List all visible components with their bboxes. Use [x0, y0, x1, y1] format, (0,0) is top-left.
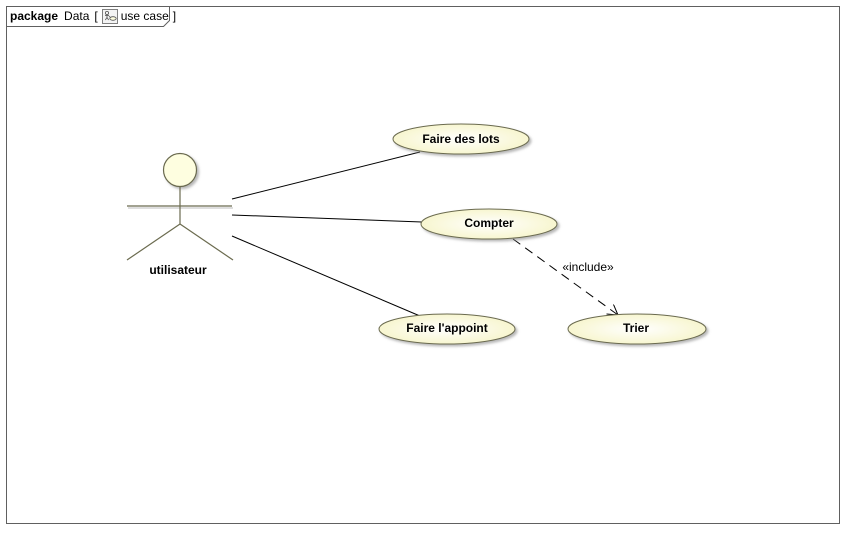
use-case-label-trier: Trier [622, 321, 650, 335]
use-case-label-faire-des-lots: Faire des lots [422, 132, 500, 146]
use-case-diagram-icon [101, 8, 118, 24]
package-frame [6, 6, 840, 524]
actor-name: utilisateur [149, 263, 207, 277]
use-case-trier[interactable] [567, 313, 707, 345]
use-case-faire-des-lots[interactable] [392, 123, 530, 155]
frame-open-bracket: [ [94, 9, 98, 23]
include-dependency [512, 238, 618, 315]
frame-keyword: package [10, 9, 59, 23]
use-case-faire-lappoint[interactable] [378, 313, 516, 345]
association-actor-faire-lappoint [231, 235, 421, 317]
frame-header: package Data [ use case ] [6, 6, 178, 26]
association-actor-compter [231, 214, 423, 223]
use-case-compter[interactable] [420, 208, 558, 240]
frame-name: Data [64, 9, 90, 23]
frame-diagram-type: use case [120, 9, 169, 23]
frame-close-bracket: ] [172, 9, 177, 23]
use-case-label-faire-lappoint: Faire l'appoint [406, 321, 488, 335]
actor-head [162, 152, 198, 188]
actor-utilisateur[interactable] [126, 152, 234, 261]
actor-left-leg [126, 223, 181, 261]
use-case-label-compter: Compter [464, 216, 514, 230]
actor-right-leg [179, 223, 234, 261]
frame-name-tab [6, 6, 170, 27]
include-stereotype-label: «include» [562, 260, 614, 274]
association-actor-faire-des-lots [231, 151, 421, 200]
